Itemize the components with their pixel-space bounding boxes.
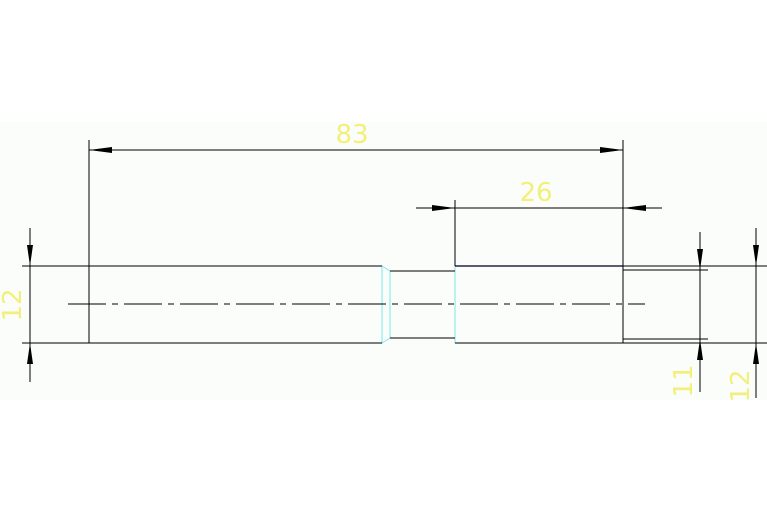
dimension-11: 11: [669, 232, 703, 398]
dimension-12-right: 12: [726, 228, 759, 403]
arrowhead-bottom: [27, 343, 33, 364]
dim-label-12-right: 12: [726, 369, 756, 402]
arrowhead-top: [753, 245, 759, 266]
outline-lines: [22, 140, 767, 344]
dim-label-83: 83: [335, 120, 368, 150]
arrowhead-left: [89, 147, 112, 153]
dim-label-11: 11: [669, 364, 699, 397]
arrowhead-top: [27, 245, 33, 266]
arrowhead-top: [697, 249, 703, 270]
arrowhead-left: [432, 205, 455, 211]
arrowhead-right: [623, 205, 646, 211]
dimension-83: 83: [89, 120, 623, 153]
arrowhead-right: [600, 147, 623, 153]
arrowhead-bottom: [697, 339, 703, 360]
arrowhead-bottom: [753, 343, 759, 364]
dimension-26: 26: [416, 178, 662, 211]
dim-label-12-left: 12: [0, 288, 28, 321]
dim-label-26: 26: [519, 178, 552, 208]
dimension-12-left: 12: [0, 228, 33, 382]
drawing-panel: [0, 122, 767, 400]
